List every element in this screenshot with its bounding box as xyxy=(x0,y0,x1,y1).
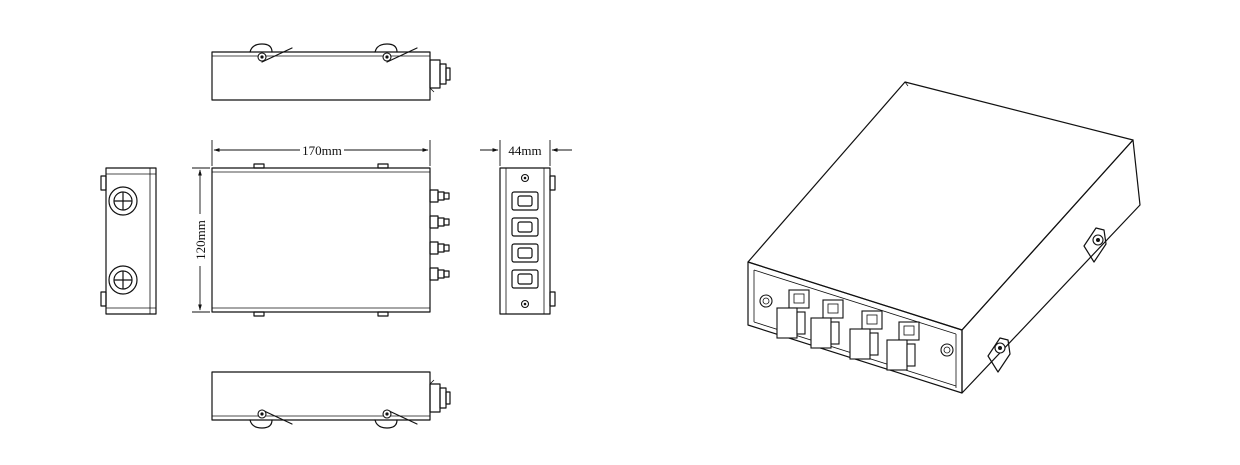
front-port-3 xyxy=(511,243,539,263)
front-port-2 xyxy=(511,217,539,237)
port-adapter-row xyxy=(429,189,450,281)
height-label: 44mm xyxy=(508,143,541,158)
iso-port-4 xyxy=(886,321,920,371)
front-port-4 xyxy=(511,269,539,289)
front-port-1 xyxy=(511,191,539,211)
iso-port-3 xyxy=(849,310,883,360)
cable-gland-bottom xyxy=(108,265,138,295)
left-side-view xyxy=(100,167,157,315)
height-dimension: 44mm xyxy=(480,140,572,166)
plan-view xyxy=(211,163,450,317)
width-dimension: 120mm xyxy=(192,167,210,313)
iso-port-2 xyxy=(810,299,844,349)
bottom-elevation-view xyxy=(211,371,451,429)
top-elevation-view xyxy=(211,43,451,101)
cable-gland-top xyxy=(108,186,138,216)
length-dimension: 170mm xyxy=(211,140,431,166)
isometric-view xyxy=(747,81,1141,394)
width-label: 120mm xyxy=(193,220,208,260)
length-label: 170mm xyxy=(302,143,342,158)
front-panel-view xyxy=(499,167,556,315)
iso-port-1 xyxy=(776,289,810,339)
